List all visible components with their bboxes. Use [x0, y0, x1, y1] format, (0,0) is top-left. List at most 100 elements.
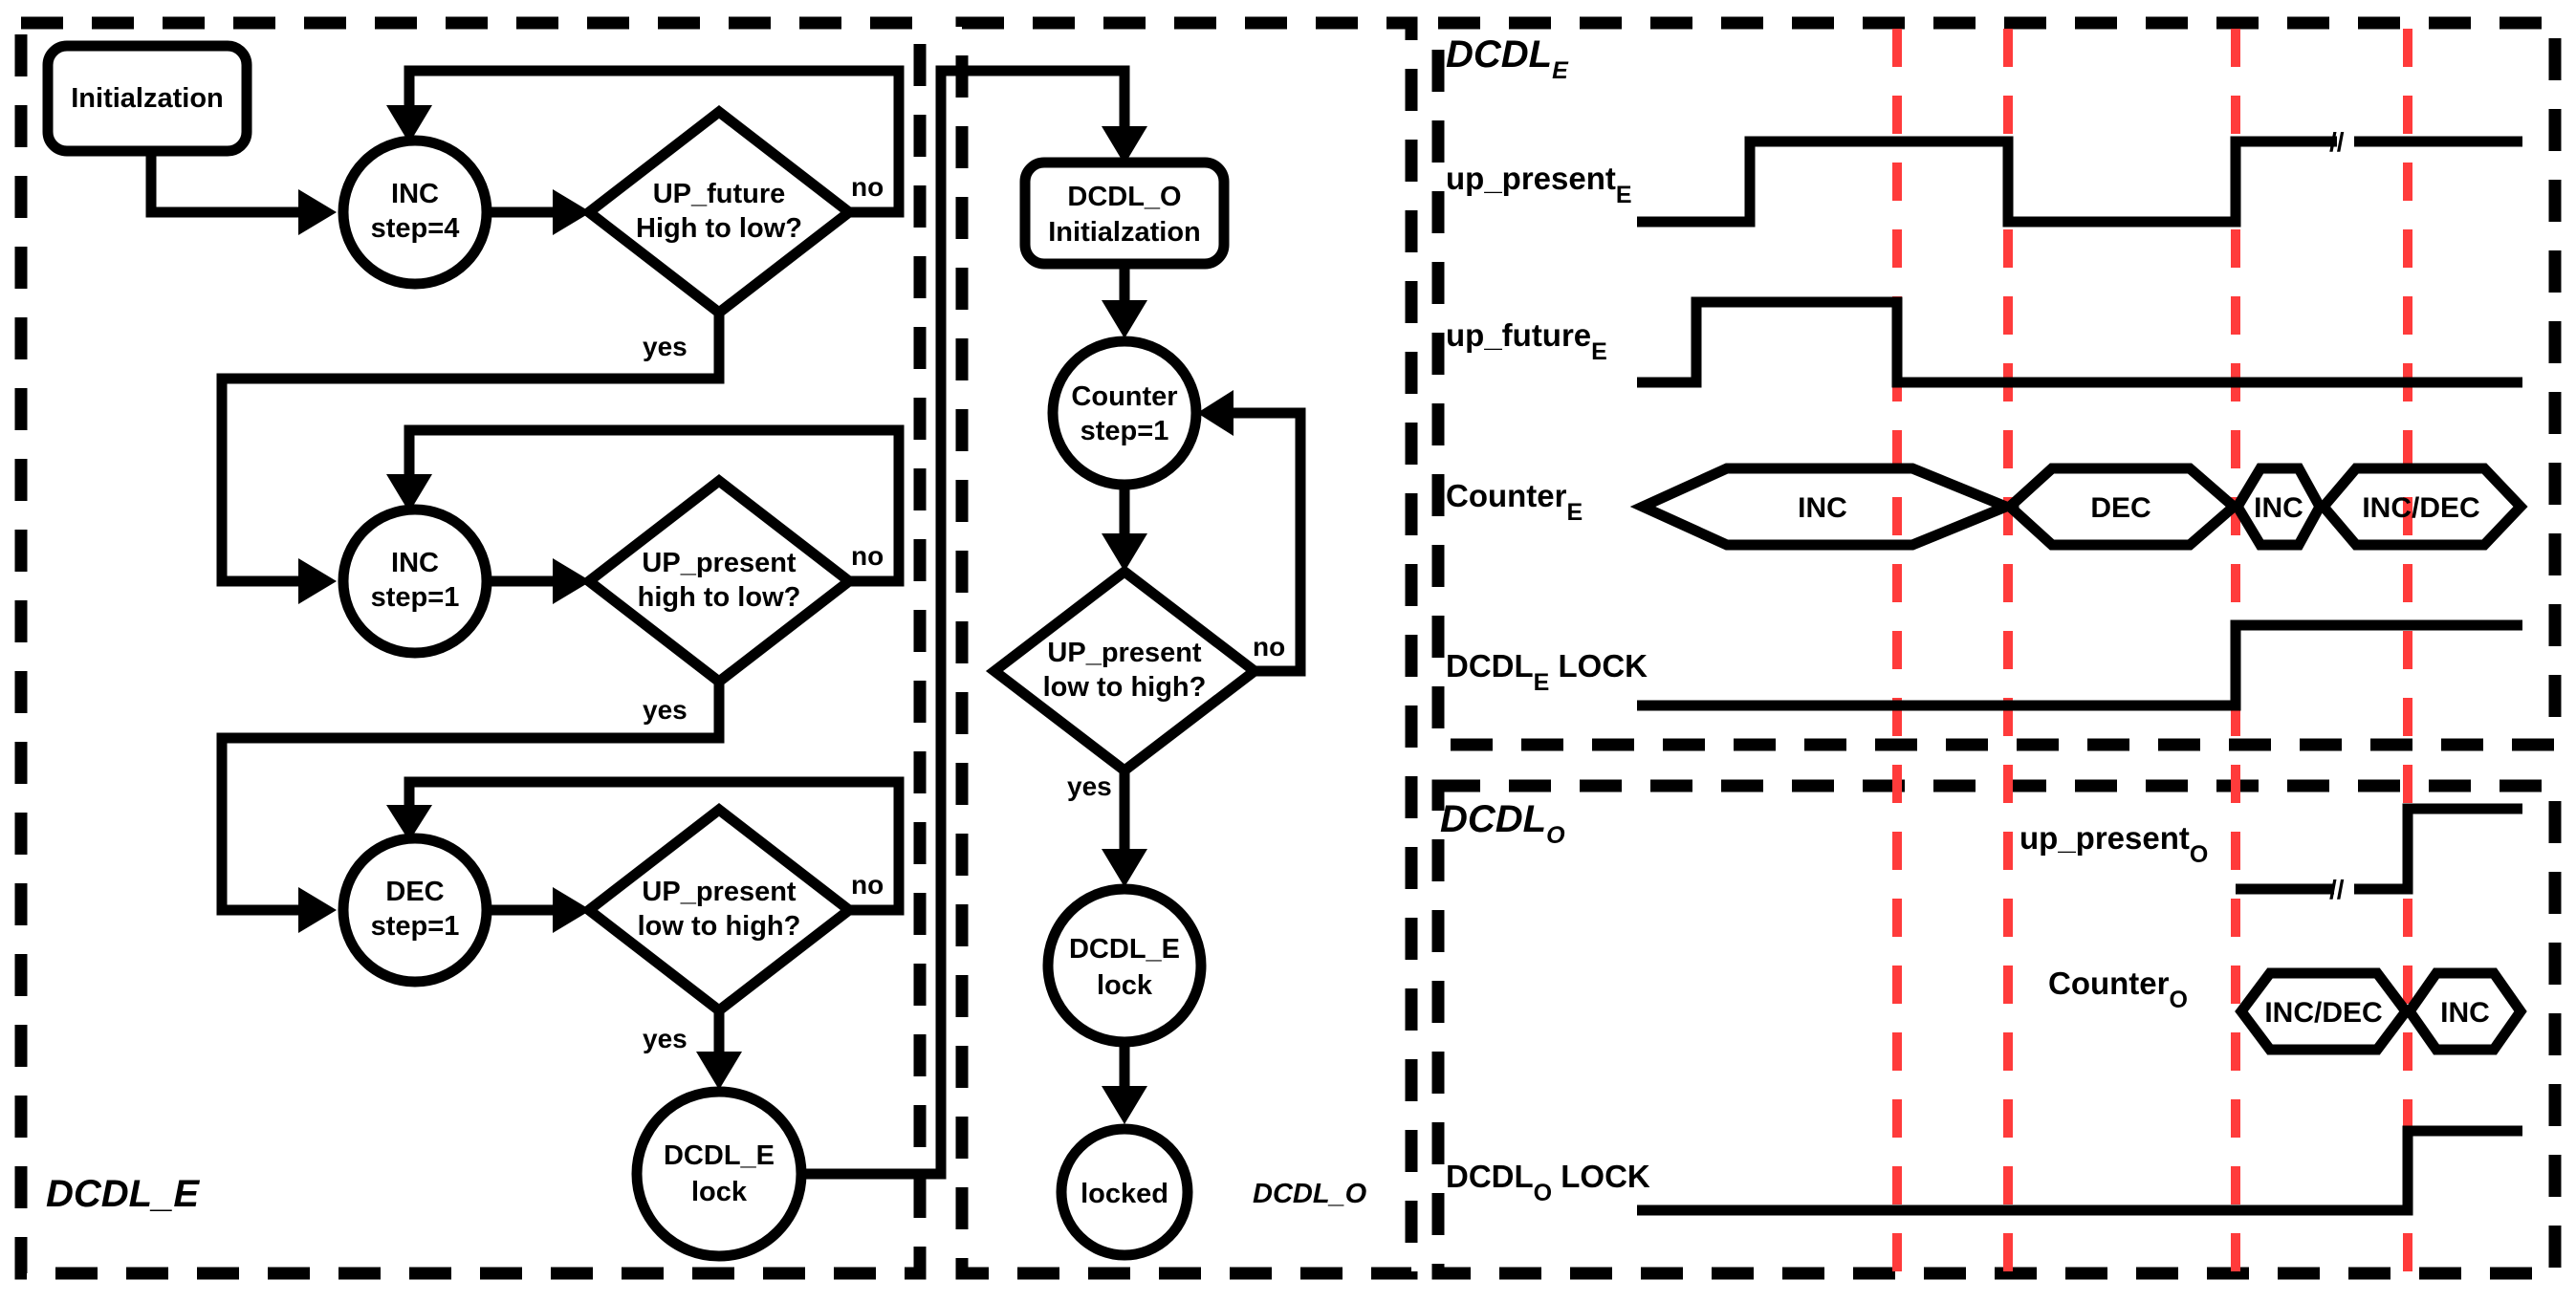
arrow-e-to-o [1102, 126, 1147, 164]
inc1-line1: INC [391, 548, 439, 578]
no-label-1: no [851, 172, 884, 202]
arrow-inc4-dec1 [553, 189, 591, 235]
up-present-o-label: up_presentO [2019, 820, 2208, 868]
edge-init-inc4 [145, 151, 316, 218]
yes-label-2: yes [643, 695, 688, 725]
flow-o-title: DCDL_O [1253, 1179, 1367, 1209]
edge-no-loop-3 [404, 776, 905, 916]
frame-timing-o [1431, 779, 2562, 1280]
wave-up-present-o-b [2354, 803, 2522, 895]
o-locked-label: locked [1081, 1179, 1168, 1209]
dec-future-line1: UP_future [653, 179, 786, 209]
no-label-3: no [851, 870, 884, 900]
wave-lock-o [1637, 1125, 2522, 1216]
o-lock-line2: lock [1097, 970, 1153, 1001]
wave-up-future-e [1637, 296, 2522, 388]
counter-o-label: CounterO [2048, 966, 2188, 1013]
arrow-no-loop-1 [386, 105, 432, 143]
o-init-line1: DCDL_O [1067, 182, 1181, 212]
dec-hl-line2: high to low? [638, 582, 801, 613]
arrow-dec1-dec3 [553, 887, 591, 933]
bus-counter-o-1-label: INC/DEC [2264, 997, 2382, 1029]
init-label: Initialzation [71, 83, 224, 114]
bus-counter-o-2 [2403, 967, 2527, 1055]
inc1-line2: step=1 [371, 582, 460, 613]
arrow-o-init-counter [1102, 300, 1147, 338]
timing-e-title: DCDLE [1446, 33, 1569, 84]
flow-dcdl-o: DCDL_O Initialzation Counter step=1 UP_p… [985, 157, 1367, 1261]
decision-o-present-lh [985, 565, 1264, 777]
yes-label-3: yes [643, 1024, 688, 1053]
dec-hl-line1: UP_present [642, 548, 797, 578]
frame-dcdl-o-flow [955, 16, 1418, 1280]
yes-label-1: yes [643, 332, 688, 361]
edge-yes-1 [216, 313, 725, 587]
arrow-no-loop-2 [386, 474, 432, 512]
bus-counter-e-4-label: INC/DEC [2362, 492, 2479, 524]
o-dec-line1: UP_present [1047, 638, 1202, 668]
timing-o-title: DCDLO [1440, 798, 1565, 849]
dec1-line2: step=1 [371, 911, 460, 942]
dec-lh-line1: UP_present [642, 877, 797, 907]
lock-e-label: DCDLE LOCK [1446, 648, 1648, 696]
no-label-2: no [851, 541, 884, 571]
node-o-locked [1056, 1123, 1193, 1261]
timing-dcdl-e: DCDLE up_presentE // up_futureE CounterE… [1446, 33, 2528, 711]
bus-counter-e-3-label: INC [2254, 492, 2303, 524]
frame-dcdl-e-flow [14, 16, 927, 1280]
dec-lh-line2: low to high? [638, 911, 801, 942]
lock-e-line1: DCDL_E [664, 1140, 775, 1171]
timing-dcdl-o: DCDLO up_presentO // CounterO INC/DEC IN… [1440, 798, 2527, 1216]
arrow-yes-3 [696, 1052, 742, 1090]
bus-counter-e-2-label: DEC [2090, 492, 2150, 524]
arrow-init-inc4 [298, 189, 337, 235]
edge-no-loop-2 [404, 424, 905, 587]
node-dcdl-e-lock [631, 1086, 807, 1262]
decision-up-future [580, 105, 858, 319]
o-yes-label: yes [1067, 771, 1112, 801]
o-init-box [1019, 157, 1230, 270]
inc4-line1: INC [391, 179, 439, 209]
lock-e-line2: lock [691, 1177, 748, 1207]
node-o-dcdl-e-lock [1042, 883, 1207, 1048]
o-lock-line1: DCDL_E [1069, 934, 1180, 965]
wave-lock-e [1637, 619, 2522, 711]
inc4-line2: step=4 [371, 213, 460, 244]
arrow-yes-1 [298, 558, 337, 604]
wave-up-present-e-a [1637, 136, 2337, 228]
node-o-counter [1047, 336, 1202, 490]
decision-up-present-lh [580, 803, 858, 1017]
bus-counter-o-2-label: INC [2440, 997, 2490, 1029]
edge-yes-2 [216, 682, 725, 916]
break-mark-e: // [2329, 127, 2345, 157]
arrow-yes-2 [298, 887, 337, 933]
node-dec1 [338, 833, 492, 987]
arrow-no-loop-3 [386, 805, 432, 841]
node-inc4 [338, 135, 492, 290]
o-dec-line2: low to high? [1043, 672, 1207, 703]
flow-dcdl-e: Initialzation INC step=4 UP_future High … [42, 40, 1147, 1262]
node-inc1 [338, 504, 492, 659]
dec-future-line2: High to low? [636, 213, 802, 244]
event-markers [1892, 29, 2412, 1271]
edge-e-to-o [801, 65, 1130, 1180]
arrow-o-yes [1102, 849, 1147, 887]
o-counter-line1: Counter [1071, 381, 1177, 412]
arrow-o-counter-dec [1102, 533, 1147, 572]
break-mark-o: // [2329, 875, 2345, 904]
arrow-o-lock-locked [1102, 1086, 1147, 1124]
bus-counter-e-1-label: INC [1798, 492, 1847, 524]
decision-up-present-hl [580, 474, 858, 688]
edge-o-no-loop [1224, 407, 1306, 677]
edge-no-loop-1 [404, 65, 905, 218]
o-counter-line2: step=1 [1081, 416, 1169, 446]
o-no-label: no [1253, 632, 1285, 662]
arrow-inc1-dec2 [553, 558, 591, 604]
counter-e-label: CounterE [1446, 478, 1583, 526]
arrow-o-no-loop [1197, 390, 1233, 436]
flow-e-title: DCDL_E [46, 1173, 200, 1215]
lock-o-label: DCDLO LOCK [1446, 1159, 1650, 1206]
up-present-e-label: up_presentE [1446, 161, 1632, 208]
